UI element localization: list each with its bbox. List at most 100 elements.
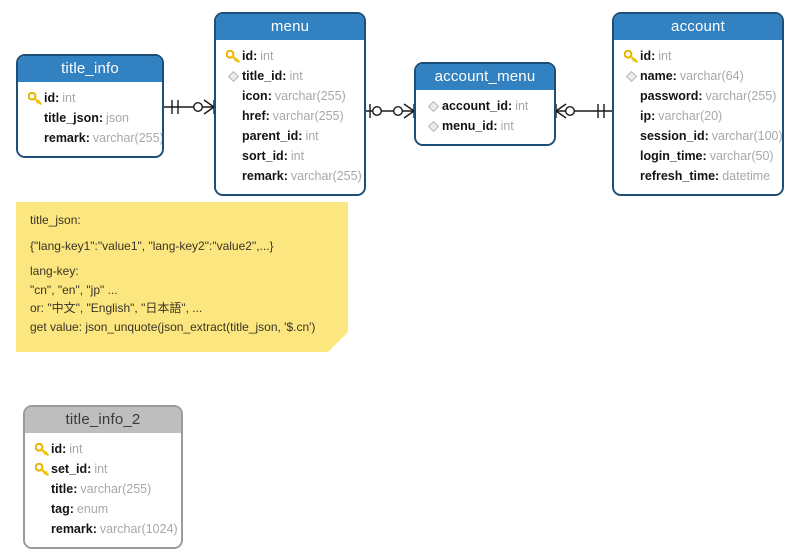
field-row[interactable]: remark:varchar(255) xyxy=(216,166,364,186)
field-row[interactable]: id:int xyxy=(614,46,782,66)
field-row[interactable]: title_json:json xyxy=(18,108,162,128)
note-line: {"lang-key1":"value1", "lang-key2":"valu… xyxy=(30,238,274,253)
field-type: int xyxy=(290,149,305,163)
field-row[interactable]: parent_id:int xyxy=(216,126,364,146)
field-name: tag xyxy=(51,502,70,516)
entity-account-menu[interactable]: account_menu account_id:int menu_id:int xyxy=(414,62,556,146)
field-separator: : xyxy=(282,69,287,83)
field-name: id xyxy=(44,91,56,105)
field-row[interactable]: name:varchar(64) xyxy=(614,66,782,86)
entity-account-fields: id:int name:varchar(64) password:varchar… xyxy=(614,40,782,194)
field-name: remark xyxy=(44,131,86,145)
entity-account[interactable]: account id:int name:varc xyxy=(612,12,784,196)
field-row[interactable]: password:varchar(255) xyxy=(614,86,782,106)
entity-account-header: account xyxy=(614,14,782,40)
field-separator: : xyxy=(87,462,92,476)
entity-menu[interactable]: menu id:int title_id:int xyxy=(214,12,366,196)
entity-menu-header: menu xyxy=(216,14,364,40)
field-row[interactable]: id:int xyxy=(25,439,181,459)
entity-account-menu-fields: account_id:int menu_id:int xyxy=(416,90,554,144)
field-separator: : xyxy=(715,169,720,183)
field-type: int xyxy=(62,91,76,105)
field-name: set_id xyxy=(51,462,88,476)
field-name: session_id xyxy=(640,129,705,143)
field-row[interactable]: id:int xyxy=(216,46,364,66)
field-separator: : xyxy=(265,109,270,123)
field-row[interactable]: title:varchar(255) xyxy=(25,479,181,499)
field-separator: : xyxy=(55,91,60,105)
field-row[interactable]: session_id:varchar(100) xyxy=(614,126,782,146)
field-type: varchar(255) xyxy=(290,169,362,183)
field-name: sort_id xyxy=(242,149,284,163)
field-name: id xyxy=(242,49,254,63)
note-line: title_json: xyxy=(30,213,81,227)
field-name: id xyxy=(51,442,63,456)
field-name: refresh_time xyxy=(640,169,716,183)
field-name: parent_id xyxy=(242,129,299,143)
field-name: title xyxy=(51,482,74,496)
field-type: int xyxy=(658,49,672,63)
relationship-account_menu-account xyxy=(555,103,612,119)
field-separator: : xyxy=(69,502,74,516)
no-key-icon xyxy=(224,128,242,144)
field-separator: : xyxy=(283,149,288,163)
field-row[interactable]: account_id:int xyxy=(416,96,554,116)
field-separator: : xyxy=(508,99,513,113)
field-row[interactable]: remark:varchar(255) xyxy=(18,128,162,148)
field-separator: : xyxy=(73,482,78,496)
entity-title-info-2-fields: id:int set_id:int title:varchar(255) xyxy=(25,433,181,547)
no-key-icon xyxy=(33,481,51,497)
field-type: int xyxy=(69,442,83,456)
field-row[interactable]: ip:varchar(20) xyxy=(614,106,782,126)
entity-menu-fields: id:int title_id:int icon:varchar(255) hr… xyxy=(216,40,364,194)
field-row[interactable]: remark:varchar(1024) xyxy=(25,519,181,539)
field-name: title_json xyxy=(44,111,99,125)
primary-key-icon xyxy=(33,441,51,457)
field-separator: : xyxy=(698,89,703,103)
field-name: remark xyxy=(51,522,93,536)
field-separator: : xyxy=(98,111,104,125)
primary-key-icon xyxy=(224,48,242,64)
no-key-icon xyxy=(224,88,242,104)
entity-title-info-fields: id:int title_json:json remark:varchar(25… xyxy=(18,82,162,156)
field-separator: : xyxy=(702,149,707,163)
field-row[interactable]: icon:varchar(255) xyxy=(216,86,364,106)
field-row[interactable]: sort_id:int xyxy=(216,146,364,166)
primary-key-icon xyxy=(26,90,44,106)
field-type: datetime xyxy=(722,169,771,183)
field-type: varchar(255) xyxy=(80,482,152,496)
relationship-menu-account_menu xyxy=(366,103,415,119)
field-row[interactable]: tag:enum xyxy=(25,499,181,519)
no-key-icon xyxy=(224,168,242,184)
foreign-key-diamond-icon xyxy=(424,98,442,114)
note-fold-corner xyxy=(328,332,348,352)
field-row[interactable]: login_time:varchar(50) xyxy=(614,146,782,166)
field-name: id xyxy=(640,49,652,63)
field-row[interactable]: menu_id:int xyxy=(416,116,554,136)
field-type: int xyxy=(500,119,514,133)
field-row[interactable]: refresh_time:datetime xyxy=(614,166,782,186)
field-type: varchar(255) xyxy=(272,109,344,123)
no-key-icon xyxy=(622,128,640,144)
entity-title-info[interactable]: title_info id:int title_json:json re xyxy=(16,54,164,158)
field-type: varchar(255) xyxy=(274,89,346,103)
entity-title-info-2[interactable]: title_info_2 id:int xyxy=(23,405,183,549)
field-name: ip xyxy=(640,109,652,123)
field-row[interactable]: set_id:int xyxy=(25,459,181,479)
field-name: menu_id xyxy=(442,119,494,133)
field-row[interactable]: href:varchar(255) xyxy=(216,106,364,126)
foreign-key-diamond-icon xyxy=(224,68,242,84)
entity-title-info-header: title_info xyxy=(18,56,162,82)
field-name: title_id xyxy=(242,69,283,83)
field-separator: : xyxy=(704,129,709,143)
no-key-icon xyxy=(26,110,44,126)
note-line: "cn", "en", "jp" ... xyxy=(30,282,118,297)
sticky-note-title-json[interactable]: title_json: {"lang-key1":"value1", "lang… xyxy=(16,202,348,352)
field-name: icon xyxy=(242,89,268,103)
field-separator: : xyxy=(672,69,677,83)
field-type: varchar(20) xyxy=(658,109,723,123)
field-row[interactable]: title_id:int xyxy=(216,66,364,86)
field-type: varchar(64) xyxy=(679,69,744,83)
field-name: remark xyxy=(242,169,284,183)
field-row[interactable]: id:int xyxy=(18,88,162,108)
